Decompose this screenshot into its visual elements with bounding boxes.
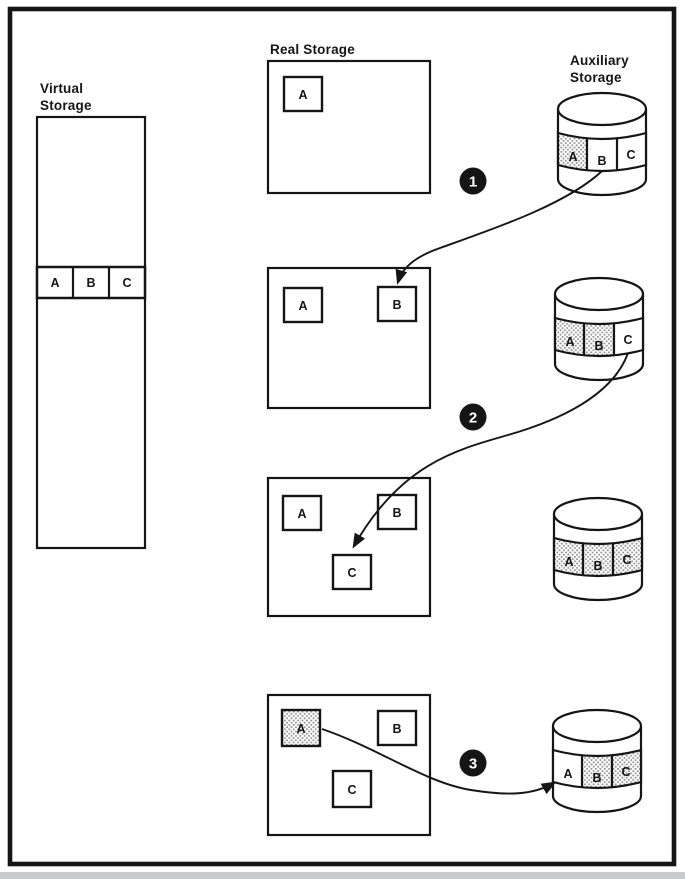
aux-letter-c: C — [623, 333, 632, 347]
page-box-c — [331, 553, 373, 591]
band-outline — [553, 316, 645, 358]
aux-cylinder-1: A B C — [556, 91, 648, 197]
page-in-arrow-c — [352, 352, 629, 549]
aux-slot-a — [553, 750, 582, 788]
step-number-1: 1 — [469, 174, 477, 191]
aux-letter-b: B — [594, 339, 603, 353]
aux-letter-a: A — [568, 150, 577, 164]
page-box-a-shaded — [280, 708, 322, 748]
aux-letter-c: C — [622, 553, 631, 567]
real-storage-section: Real Storage A A B A B C — [266, 42, 432, 837]
page-box-b — [376, 285, 418, 323]
step-marker-1: 1 — [459, 167, 487, 195]
virtual-page-c: C — [122, 276, 131, 290]
cylinder-bottom — [552, 583, 644, 602]
page-box-a — [282, 286, 324, 324]
step-number-2: 2 — [469, 410, 477, 427]
cylinder-bottom — [553, 363, 645, 382]
band-outline — [556, 131, 648, 173]
aux-cylinder-4: A B C — [551, 708, 643, 814]
aux-letter-a: A — [565, 335, 574, 349]
aux-letter-a: A — [563, 767, 572, 781]
cylinder-top — [552, 496, 644, 532]
aux-cylinder-2: A B C — [553, 276, 645, 382]
aux-slot-c-shaded — [613, 538, 642, 576]
cylinder-bottom — [556, 178, 648, 197]
real-storage-frame-2: A B — [266, 266, 432, 410]
virtual-page-row — [35, 265, 147, 300]
figure-border — [7, 6, 677, 867]
virtual-storage-section: Virtual Storage A B C — [35, 81, 147, 550]
page-box-c — [331, 769, 373, 809]
real-storage-frame-1: A — [266, 59, 432, 195]
real-storage-label: Real Storage — [270, 42, 355, 57]
aux-letter-b: B — [592, 771, 601, 785]
page-box-b — [376, 709, 418, 747]
virtual-storage-label-line2: Storage — [40, 98, 92, 113]
page-edge-strip — [0, 872, 685, 879]
cylinder-top — [553, 276, 645, 312]
aux-slot-a-shaded — [558, 133, 587, 171]
cylinder-top — [551, 708, 643, 744]
page-out-arrow-a — [321, 728, 557, 795]
real-storage-frame-4: A B C — [266, 693, 432, 837]
real-storage-frame-3: A B C — [266, 476, 432, 618]
aux-cylinder-3: A B C — [552, 496, 644, 602]
virtual-page-b: B — [86, 276, 95, 290]
page-box-b — [376, 493, 418, 531]
aux-letter-c: C — [621, 765, 630, 779]
aux-slot-c — [614, 318, 643, 356]
aux-letter-c: C — [626, 148, 635, 162]
virtual-storage-column — [35, 115, 147, 550]
cylinder-top — [556, 91, 648, 127]
page-letter-b: B — [392, 506, 401, 520]
auxiliary-storage-label-line1: Auxiliary — [570, 53, 629, 68]
aux-letter-b: B — [593, 559, 602, 573]
virtual-storage-label-line1: Virtual — [40, 81, 83, 96]
aux-letter-a: A — [564, 555, 573, 569]
page-in-arrow-b — [395, 170, 603, 285]
page-letter-b: B — [392, 298, 401, 312]
step-marker-2: 2 — [459, 403, 487, 431]
step-number-3: 3 — [469, 756, 477, 773]
page-letter-c: C — [347, 566, 356, 580]
page-box-a — [282, 75, 324, 113]
auxiliary-storage-section: Auxiliary Storage A B C — [551, 53, 648, 814]
virtual-page-a: A — [50, 276, 59, 290]
aux-slot-c — [617, 133, 646, 171]
aux-slot-c-shaded — [612, 750, 641, 788]
aux-slot-a-shaded — [554, 538, 583, 576]
cylinder-bottom — [551, 795, 643, 814]
auxiliary-storage-label-line2: Storage — [570, 70, 622, 85]
band-outline — [552, 536, 644, 578]
page-letter-c: C — [347, 783, 356, 797]
page-box-a — [281, 494, 323, 532]
aux-letter-b: B — [597, 154, 606, 168]
page-letter-a: A — [297, 507, 306, 521]
page-letter-a: A — [298, 299, 307, 313]
band-outline — [551, 748, 643, 790]
page-letter-a: A — [298, 88, 307, 102]
step-marker-3: 3 — [459, 749, 487, 777]
page-letter-b: B — [392, 722, 401, 736]
page-letter-a: A — [296, 722, 305, 736]
aux-slot-a-shaded — [555, 318, 584, 356]
